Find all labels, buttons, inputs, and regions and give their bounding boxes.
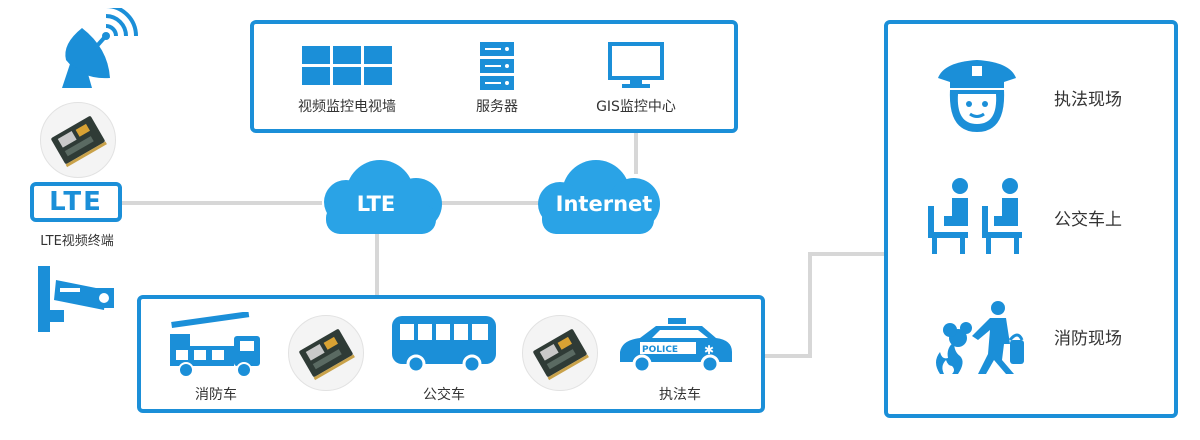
connector-bottom-h2 [808,252,888,256]
police-car-icon: POLICE ✱ [620,318,732,374]
satellite-dish-icon [62,8,138,88]
svg-text:✱: ✱ [704,343,714,357]
lte-cloud-icon [324,160,442,234]
connector-terminal-lte [122,201,322,205]
police-officer-icon [938,60,1016,132]
fire-truck-label: 消防车 [195,387,237,403]
lte-module-chip [40,102,116,178]
scene-police-label: 执法现场 [1054,90,1122,110]
server-icon [480,42,514,90]
firefighter-icon [936,301,1024,374]
monitor-icon [608,42,664,88]
police-car-text: POLICE [642,345,678,355]
internet-cloud-label: Internet [555,192,653,216]
lte-terminal-badge: LTE [30,182,122,222]
lte-terminal-caption: LTE视频终端 [40,234,114,249]
connector-bottom-h1 [764,354,812,358]
police-car-label: 执法车 [659,387,701,403]
connector-lte-bottom [375,232,379,298]
surveillance-camera-icon [38,266,114,332]
lte-module-chip [288,315,364,391]
connector-lte-internet [440,201,540,205]
connector-bottom-v [808,252,812,358]
lte-cloud-label: LTE [356,192,396,216]
bus-icon [392,316,496,372]
lte-module-chip [522,315,598,391]
video-wall-icon [302,46,392,85]
connector-internet-top [634,130,638,174]
gis-center-label: GIS监控中心 [596,99,676,115]
internet-cloud-icon [538,160,660,234]
scene-fire-label: 消防现场 [1054,329,1122,349]
server-label: 服务器 [476,99,518,115]
scene-bus-label: 公交车上 [1054,210,1122,230]
fire-truck-icon [170,312,260,378]
bus-passengers-icon [928,178,1022,254]
bus-label: 公交车 [423,387,465,403]
video-wall-label: 视频监控电视墙 [298,99,396,115]
